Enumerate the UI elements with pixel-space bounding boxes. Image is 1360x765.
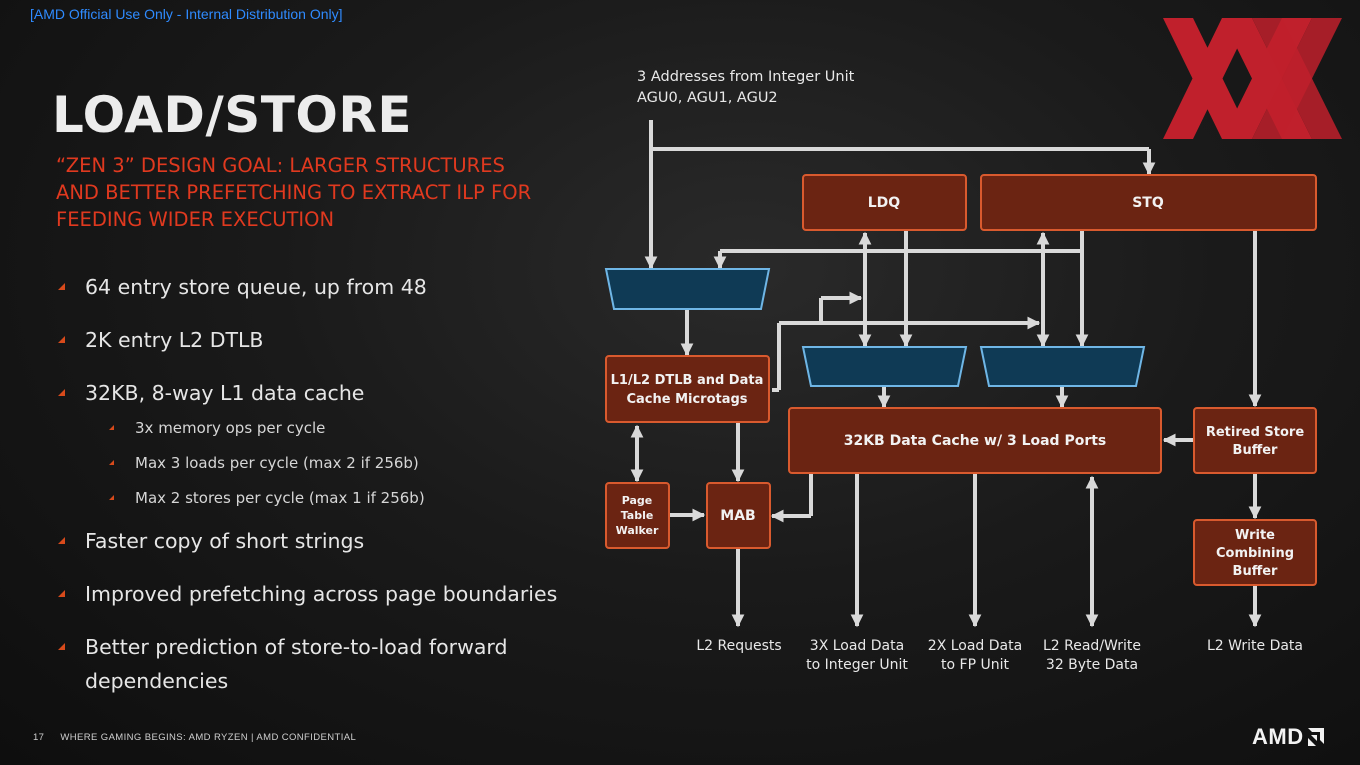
bullet-item: 32KB, 8-way L1 data cache	[58, 376, 618, 416]
bullet-item: 2K entry L2 DTLB	[58, 323, 618, 376]
sub-bullet-text: Max 2 stores per cycle (max 1 if 256b)	[135, 489, 425, 507]
mab-label: MAB	[720, 508, 755, 524]
bullet-item: 64 entry store queue, up from 48	[58, 270, 618, 323]
bullet-text: 2K entry L2 DTLB	[85, 328, 264, 352]
zen3-xx-logo-icon	[1163, 18, 1342, 139]
slide-subtitle: “ZEN 3” DESIGN GOAL: LARGER STRUCTURES A…	[56, 154, 532, 231]
write-combining-buffer-block: Write Combining Buffer	[1193, 519, 1317, 586]
connections	[630, 120, 1262, 628]
page-table-walker-line1: Page	[622, 494, 653, 507]
sub-bullet-marker-icon	[109, 495, 114, 500]
bullet-item: Better prediction of store-to-load forwa…	[58, 630, 618, 693]
footer-text: WHERE GAMING BEGINS: AMD RYZEN | AMD CON…	[60, 732, 357, 743]
bullet-text: Faster copy of short strings	[85, 529, 365, 553]
bullet-text: Improved prefetching across page boundar…	[85, 582, 558, 606]
stq-label: STQ	[1132, 195, 1164, 211]
bullet-text: 32KB, 8-way L1 data cache	[85, 381, 365, 405]
output-load-fp-line2: to FP Unit	[941, 657, 1009, 673]
ldq-label: LDQ	[868, 195, 901, 211]
output-l2-rw-line1: L2 Read/Write	[1043, 638, 1141, 654]
sub-bullet-text: 3x memory ops per cycle	[135, 419, 326, 437]
slide-footer: 17 WHERE GAMING BEGINS: AMD RYZEN | AMD C…	[33, 732, 356, 743]
amd-logo-text: AMD	[1252, 724, 1304, 749]
bullet-item: Improved prefetching across page boundar…	[58, 577, 618, 630]
bullet-marker-icon	[58, 590, 65, 597]
dtlb-label-line2: Cache Microtags	[626, 392, 747, 407]
address-mux	[604, 268, 771, 310]
page-table-walker-line3: Walker	[616, 524, 659, 537]
load-mux-left	[801, 346, 968, 387]
bullet-marker-icon	[58, 537, 65, 544]
dtlb-block: L1/L2 DTLB and Data Cache Microtags	[605, 355, 770, 423]
bullet-marker-icon	[58, 336, 65, 343]
amd-logo: AMD	[1252, 724, 1324, 750]
output-load-int-line2: to Integer Unit	[806, 657, 908, 673]
data-cache-label: 32KB Data Cache w/ 3 Load Ports	[844, 433, 1107, 449]
load-mux-right	[979, 346, 1146, 387]
retired-store-buffer-line1: Retired Store	[1206, 425, 1304, 440]
retired-store-buffer-line2: Buffer	[1233, 443, 1279, 458]
page-table-walker-line2: Table	[621, 509, 654, 522]
write-combining-buffer-line3: Buffer	[1233, 564, 1279, 579]
stq-block: STQ	[980, 174, 1317, 231]
ldq-block: LDQ	[802, 174, 967, 231]
data-cache-block: 32KB Data Cache w/ 3 Load Ports	[788, 407, 1162, 474]
dtlb-label-line1: L1/L2 DTLB and Data	[611, 373, 764, 388]
bullet-marker-icon	[58, 389, 65, 396]
bullet-text: Better prediction of store-to-load forwa…	[85, 635, 508, 693]
bullet-list: 64 entry store queue, up from 48 2K entr…	[58, 270, 618, 693]
input-label-line1: 3 Addresses from Integer Unit	[637, 69, 855, 85]
sub-bullet-text: Max 3 loads per cycle (max 2 if 256b)	[135, 454, 419, 472]
write-combining-buffer-line1: Write	[1235, 528, 1275, 543]
page-number: 17	[33, 732, 45, 743]
output-load-int-line1: 3X Load Data	[810, 638, 904, 654]
amd-arrow-icon	[1307, 728, 1324, 746]
mab-block: MAB	[706, 482, 771, 549]
output-load-fp-line1: 2X Load Data	[928, 638, 1022, 654]
output-l2-rw-line2: 32 Byte Data	[1046, 657, 1138, 673]
retired-store-buffer-block: Retired Store Buffer	[1193, 407, 1317, 474]
input-label-line2: AGU0, AGU1, AGU2	[637, 90, 778, 106]
bullet-marker-icon	[58, 283, 65, 290]
slide-title: LOAD/STORE	[52, 86, 412, 144]
sub-bullet-marker-icon	[109, 425, 114, 430]
bullet-text: 64 entry store queue, up from 48	[85, 275, 427, 299]
sub-bullet-marker-icon	[109, 460, 114, 465]
distribution-banner: [AMD Official Use Only - Internal Distri…	[30, 6, 343, 22]
write-combining-buffer-line2: Combining	[1216, 546, 1294, 561]
sub-bullet-item: Max 2 stores per cycle (max 1 if 256b)	[58, 486, 618, 524]
sub-bullet-item: 3x memory ops per cycle	[58, 416, 618, 451]
output-l2-requests: L2 Requests	[696, 638, 781, 654]
output-l2-write-data: L2 Write Data	[1207, 638, 1303, 654]
sub-bullet-item: Max 3 loads per cycle (max 2 if 256b)	[58, 451, 618, 486]
bullet-marker-icon	[58, 643, 65, 650]
page-table-walker-block: Page Table Walker	[605, 482, 670, 549]
bullet-item: Faster copy of short strings	[58, 524, 618, 577]
